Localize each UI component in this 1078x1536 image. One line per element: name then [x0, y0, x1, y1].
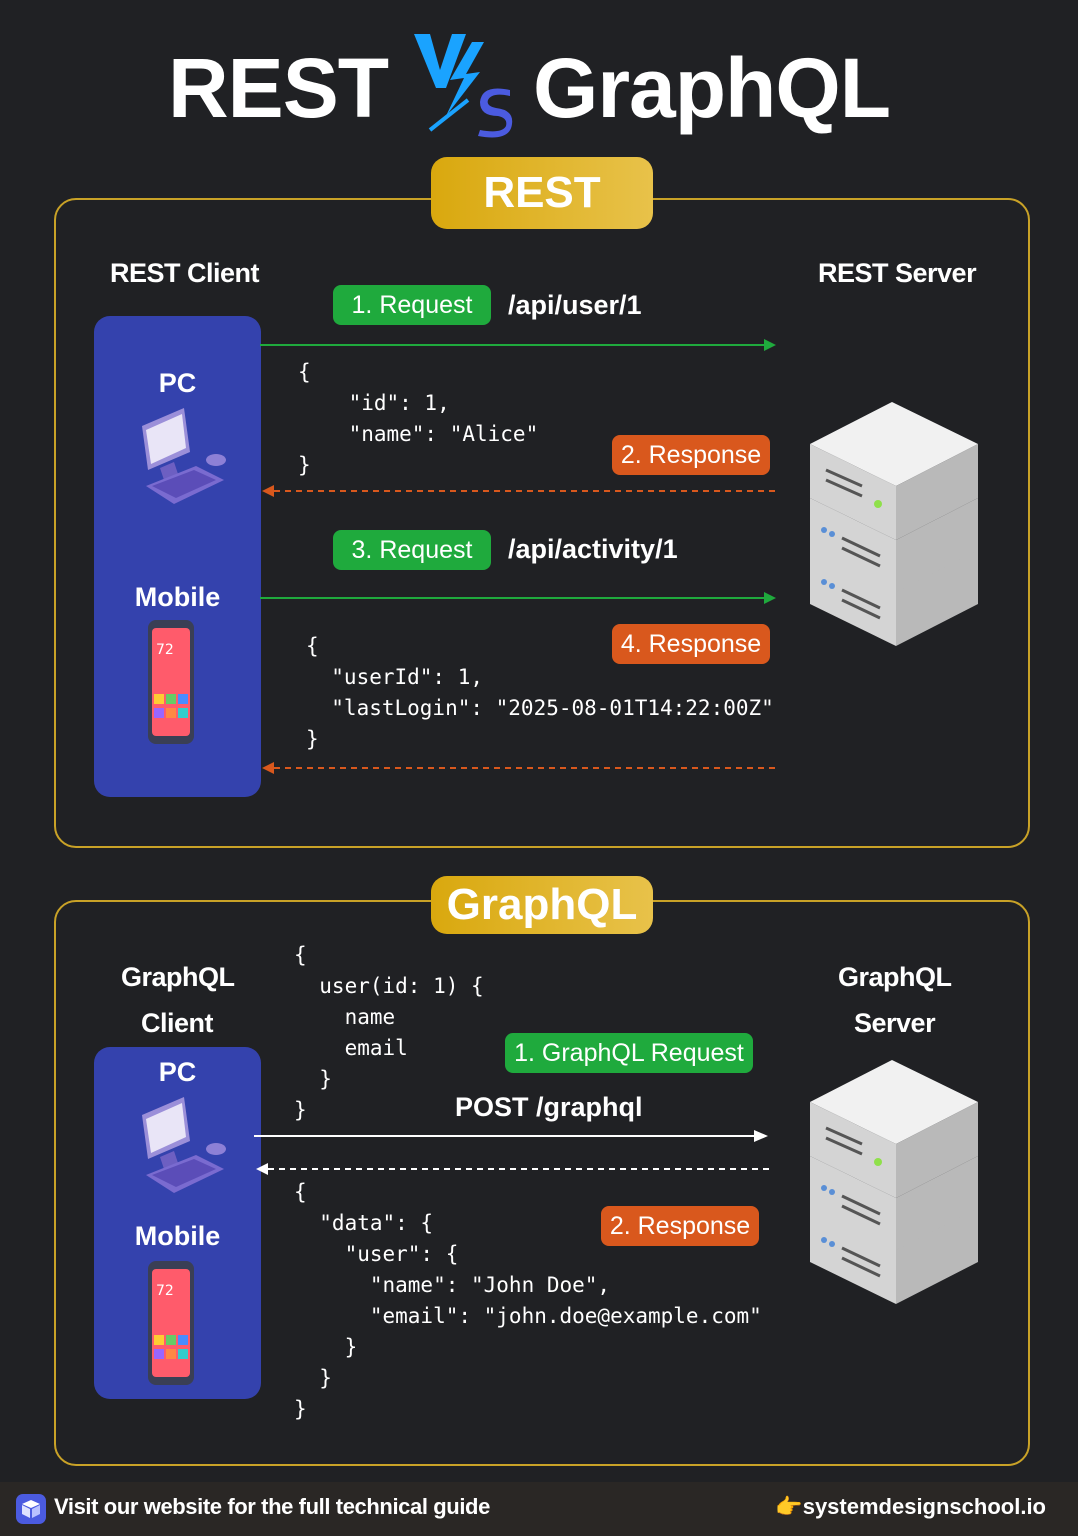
- rest-server-label: REST Server: [818, 258, 977, 288]
- graphql-server-label-2: Server: [854, 1008, 936, 1038]
- graphql-server-label-1: GraphQL: [838, 962, 952, 992]
- footer-text: Visit our website for the full technical…: [54, 1494, 490, 1519]
- rest-response-1-code: { "id": 1, "name": "Alice" }: [298, 360, 539, 477]
- vs-lightning-icon: [410, 30, 520, 140]
- rest-client-label: REST Client: [110, 258, 260, 288]
- graphql-section-title: GraphQL: [431, 876, 653, 934]
- pc-icon: [134, 408, 230, 508]
- rest-response-2-badge: 2. Response: [612, 435, 770, 475]
- mobile-icon: 72: [142, 1259, 202, 1387]
- rest-request-1-path: /api/user/1: [508, 290, 642, 320]
- graphql-client-label-2: Client: [141, 1008, 214, 1038]
- footer: Visit our website for the full technical…: [0, 1482, 1078, 1536]
- svg-text:72: 72: [156, 1283, 174, 1299]
- graphql-device-mobile-label: Mobile: [134, 1221, 221, 1251]
- pc-icon: [134, 1097, 230, 1197]
- rest-client-box: PC Mobile 72: [94, 316, 261, 797]
- graphql-response-badge: 2. Response: [601, 1206, 759, 1246]
- rest-response-4-badge: 4. Response: [612, 624, 770, 664]
- rest-device-pc-label: PC: [158, 368, 197, 398]
- box-logo-icon: [16, 1494, 46, 1524]
- rest-request-3-arrow: [260, 590, 780, 606]
- page-title: REST GraphQL: [0, 30, 1078, 140]
- server-icon: [806, 398, 982, 654]
- rest-response-4-code: { "userId": 1, "lastLogin": "2025-08-01T…: [306, 634, 774, 751]
- graphql-response-arrow: [254, 1161, 774, 1177]
- rest-response-2-arrow: [260, 483, 780, 499]
- rest-request-3-badge: 3. Request: [333, 530, 491, 570]
- graphql-response-code: { "data": { "user": { "name": "John Doe"…: [294, 1180, 762, 1421]
- graphql-client-box: PC Mobile 72: [94, 1047, 261, 1399]
- graphql-request-path: POST /graphql: [455, 1092, 643, 1122]
- graphql-device-pc-label: PC: [158, 1057, 197, 1087]
- title-graphql: GraphQL: [533, 41, 891, 135]
- rest-response-4-arrow: [260, 760, 780, 776]
- graphql-query-code: { user(id: 1) { name email } }: [294, 943, 484, 1122]
- svg-text:72: 72: [156, 642, 174, 658]
- rest-request-1-arrow: [260, 337, 780, 353]
- graphql-client-label-1: GraphQL: [121, 962, 235, 992]
- title-rest: REST: [168, 41, 389, 135]
- rest-section-title: REST: [431, 157, 653, 229]
- graphql-request-arrow: [254, 1128, 774, 1144]
- footer-site-link[interactable]: 👉systemdesignschool.io: [775, 1494, 1046, 1519]
- mobile-icon: 72: [142, 618, 202, 746]
- rest-request-1-badge: 1. Request: [333, 285, 491, 325]
- graphql-request-badge: 1. GraphQL Request: [505, 1033, 753, 1073]
- rest-device-mobile-label: Mobile: [134, 582, 221, 612]
- rest-request-3-path: /api/activity/1: [508, 534, 678, 564]
- server-icon: [806, 1056, 982, 1312]
